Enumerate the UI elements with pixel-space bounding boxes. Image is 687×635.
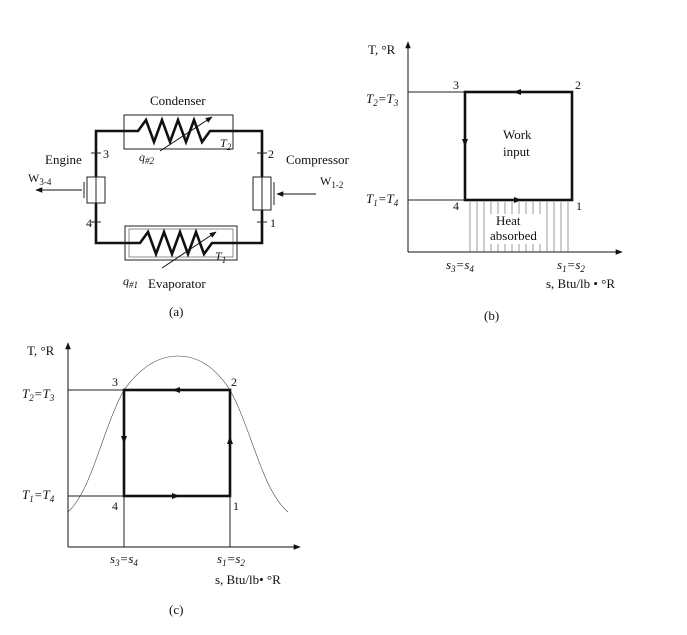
evaporator-coil <box>125 228 237 258</box>
c-t-low-label: T1=T4 <box>22 487 55 504</box>
b-corner-2: 2 <box>575 78 581 92</box>
b-corner-3: 3 <box>453 78 459 92</box>
b-work-label-line2: input <box>503 144 530 159</box>
engine-label: Engine <box>45 152 82 167</box>
b-t-high-label: T2=T3 <box>366 91 399 108</box>
b-corner-4: 4 <box>453 199 459 213</box>
c-x-axis-label: s, Btu/lb• °R <box>215 572 281 587</box>
caption-c: (c) <box>169 602 183 617</box>
b-x-axis-label: s, Btu/lb • °R <box>546 276 615 291</box>
b-t-low-label: T1=T4 <box>366 191 399 208</box>
c-corner-1: 1 <box>233 499 239 513</box>
evaporator-label: Evaporator <box>148 276 206 291</box>
b-y-axis-label: T, °R <box>368 42 396 57</box>
cycle-loop <box>94 129 264 245</box>
panel-c-ts-diagram: T, °R s, Btu/lb• °R T2=T3 T1=T4 s3=s4 s1… <box>22 342 301 617</box>
w-compressor-label: W1-2 <box>320 174 343 190</box>
c-s-right-label: s1=s2 <box>217 551 245 568</box>
b-heat-label-line1: Heat <box>496 213 521 228</box>
condenser-coil <box>124 116 233 146</box>
b-s-right-label: s1=s2 <box>557 257 585 274</box>
c-t-high-label: T2=T3 <box>22 386 55 403</box>
panel-a-schematic: Condenser Evaporator Engine Compressor q… <box>28 93 350 319</box>
condenser-label: Condenser <box>150 93 206 108</box>
c-corner-3: 3 <box>112 375 118 389</box>
b-corner-1: 1 <box>576 199 582 213</box>
q-condenser-label: q#2 <box>139 150 155 166</box>
c-cycle-box <box>122 388 232 498</box>
b-work-label-line1: Work <box>503 127 532 142</box>
condenser-heat-arrow <box>159 116 213 152</box>
state-point-3: 3 <box>103 147 109 161</box>
c-s-left-label: s3=s4 <box>110 551 138 568</box>
b-heat-label-line2: absorbed <box>490 228 537 243</box>
w-engine-label: W3-4 <box>28 171 52 187</box>
c-corner-2: 2 <box>231 375 237 389</box>
c-y-axis-label: T, °R <box>27 343 55 358</box>
q-evaporator-label: q#1 <box>123 274 138 290</box>
t-evaporator-label: T1 <box>215 249 226 265</box>
c-corner-4: 4 <box>112 499 118 513</box>
state-point-4: 4 <box>86 216 92 230</box>
b-s-left-label: s3=s4 <box>446 257 474 274</box>
caption-a: (a) <box>169 304 183 319</box>
c-saturation-dome <box>67 355 289 513</box>
state-point-1: 1 <box>270 216 276 230</box>
t-condenser-label: T2 <box>220 136 232 152</box>
evaporator-heat-arrow <box>161 231 217 269</box>
state-point-2: 2 <box>268 147 274 161</box>
caption-b: (b) <box>484 308 499 323</box>
panel-b-ts-diagram: T, °R s, Btu/lb • °R T2=T3 T1=T4 s3=s4 s… <box>366 41 623 323</box>
compressor-label: Compressor <box>286 152 350 167</box>
